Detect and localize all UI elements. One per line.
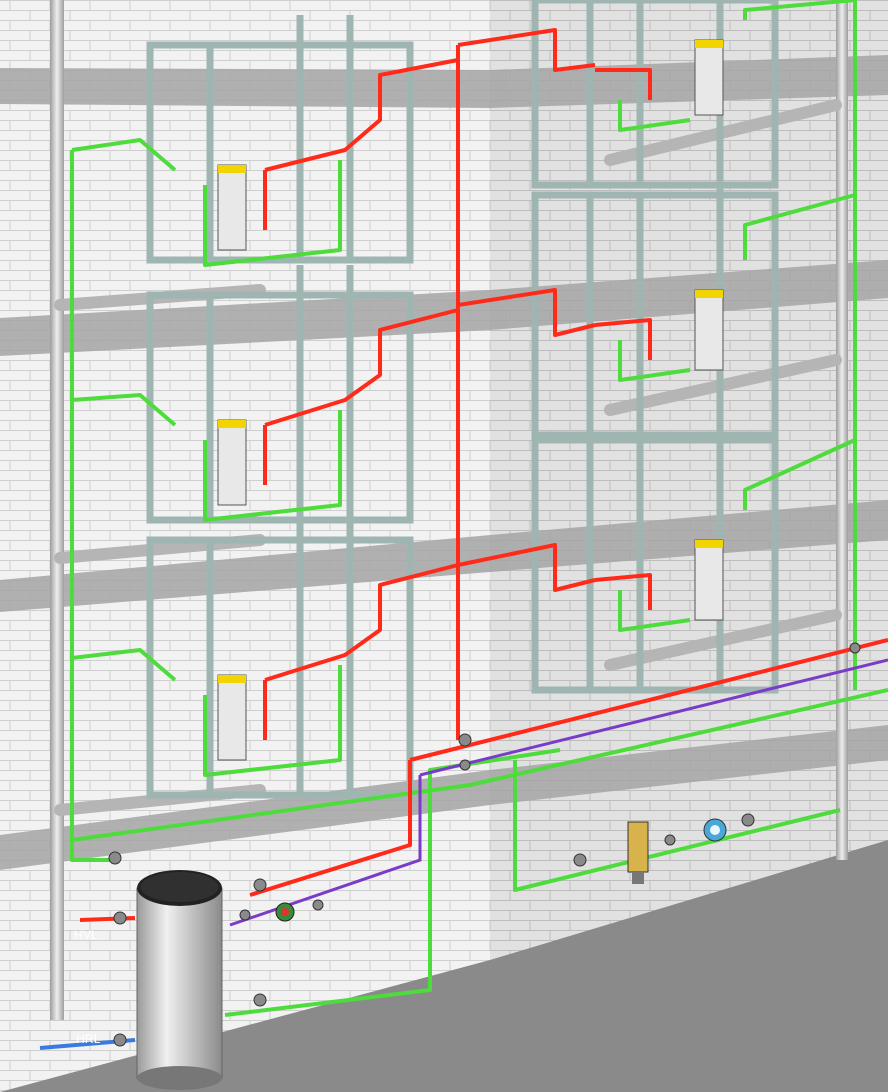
installation-frames-right bbox=[531, 0, 779, 694]
heating-return-label: HRL bbox=[76, 1032, 101, 1046]
circulation-pipes bbox=[229, 658, 888, 927]
cold-water-pipes bbox=[70, 0, 888, 1017]
hot-water-storage-tank bbox=[136, 870, 223, 1090]
installation-frames-left bbox=[146, 15, 414, 799]
hot-water-pipes bbox=[79, 28, 888, 922]
valve-icons bbox=[108, 642, 861, 1047]
water-meter-icon bbox=[703, 818, 727, 842]
drain-stacks bbox=[50, 0, 848, 1020]
cistern-tops bbox=[218, 40, 723, 683]
circulation-pump-icon bbox=[275, 902, 295, 922]
filter-icon bbox=[627, 821, 649, 884]
heating-flow-label: HVL bbox=[74, 928, 98, 942]
